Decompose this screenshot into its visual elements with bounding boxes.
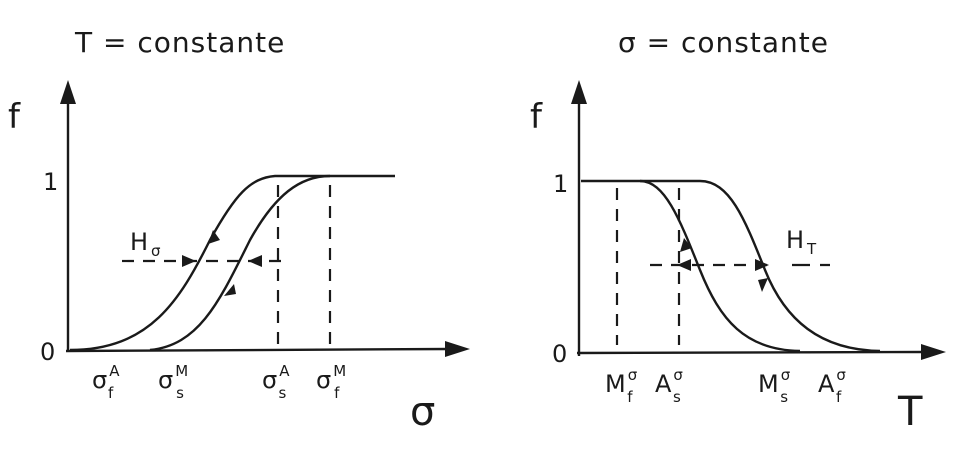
right-hysteresis-arrow-right	[755, 259, 769, 271]
right-title: σ = constante	[618, 26, 829, 59]
left-tick-zero: 0	[40, 338, 55, 366]
left-title: T = constante	[74, 26, 285, 59]
left-curve-loading	[69, 174, 395, 352]
right-x-arrowhead	[921, 344, 946, 360]
left-y-axis-label: f	[8, 97, 21, 137]
right-tick-one: 1	[553, 170, 568, 198]
left-curve-unloading	[149, 174, 331, 352]
right-curve-arrow-up	[680, 238, 692, 252]
right-y-axis-label: f	[530, 97, 543, 137]
right-curve-heating	[640, 179, 881, 353]
right-y-arrowhead	[571, 80, 587, 104]
left-hysteresis-arrow-right	[182, 255, 196, 267]
right-x-axis	[576, 350, 926, 355]
right-tick-zero: 0	[552, 340, 567, 368]
left-x-axis-label: σ	[410, 389, 435, 435]
right-hysteresis-arrow-left	[677, 259, 691, 271]
left-x-arrowhead	[445, 341, 470, 357]
left-curve-arrow-down	[208, 230, 220, 244]
left-curve-arrow-up	[224, 284, 236, 296]
right-curve-cooling	[581, 179, 801, 353]
left-y-arrowhead	[60, 80, 76, 104]
left-hysteresis-arrow-left	[248, 255, 262, 267]
right-curve-arrow-down	[758, 278, 768, 292]
right-x-axis-label: T	[897, 389, 923, 435]
left-tick-one: 1	[43, 168, 58, 196]
left-x-axis	[65, 347, 451, 353]
